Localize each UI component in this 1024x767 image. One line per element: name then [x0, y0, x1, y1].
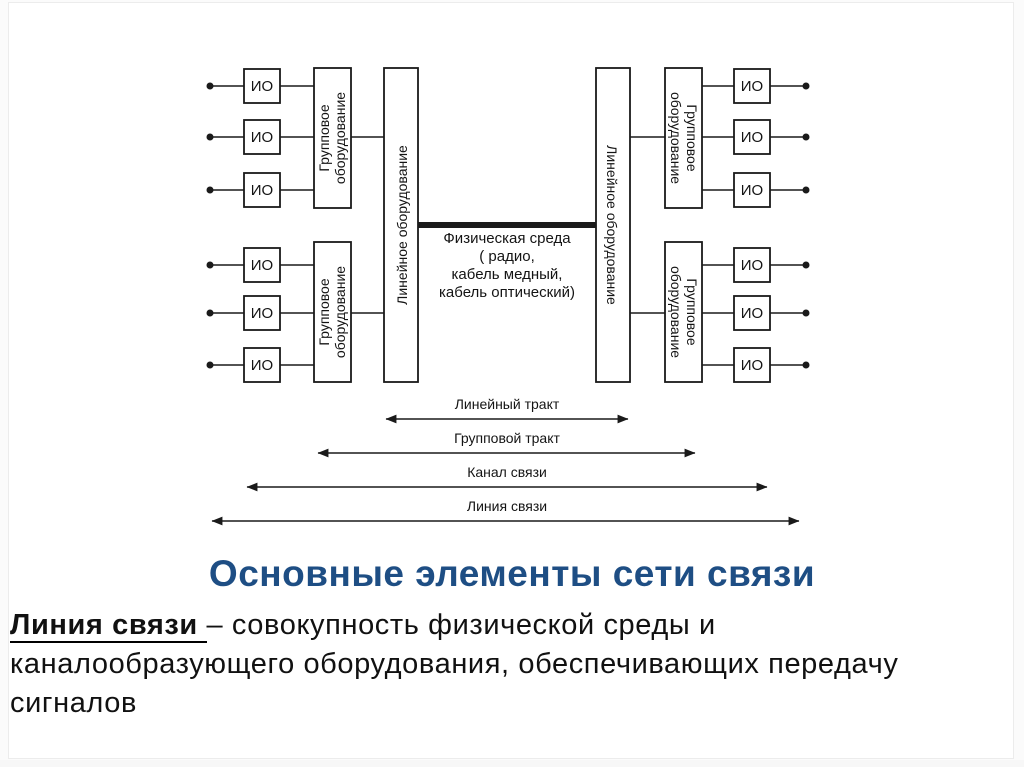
span-label: Канал связи	[467, 464, 547, 480]
group-equipment-label: Групповое	[316, 278, 332, 345]
io-box-label: ИО	[741, 129, 763, 146]
definition-paragraph: Линия связи – совокупность физической ср…	[10, 606, 1012, 723]
io-box-label: ИО	[251, 129, 273, 146]
io-box-label: ИО	[741, 182, 763, 199]
io-box-label: ИО	[741, 78, 763, 95]
line-equipment-label: Линейное оборудование	[604, 145, 620, 305]
group-equipment-box: Групповое оборудование	[664, 67, 703, 209]
io-box: ИО	[733, 119, 771, 155]
io-box-label: ИО	[741, 357, 763, 374]
io-box: ИО	[733, 247, 771, 283]
group-equipment-label: Групповое	[316, 104, 332, 171]
physical-medium-caption: Физическая среда ( радио, кабель медный,…	[439, 230, 575, 301]
slide-border-frame	[8, 2, 1014, 759]
definition-term: Линия связи	[10, 609, 207, 643]
span-communication-line: Линия связи	[211, 498, 800, 526]
group-equipment-label: оборудование	[668, 266, 684, 358]
physical-medium-line1: Физическая среда	[443, 230, 571, 247]
io-box-label: ИО	[741, 257, 763, 274]
group-equipment-label: оборудование	[332, 266, 348, 358]
group-equipment-box: Групповое оборудование	[664, 241, 703, 383]
line-equipment-box: Линейное оборудование	[595, 67, 631, 383]
io-box: ИО	[733, 347, 771, 383]
group-equipment-box: Групповое оборудование	[313, 241, 352, 383]
io-box-label: ИО	[251, 78, 273, 95]
group-equipment-label: оборудование	[332, 92, 348, 184]
physical-medium-line2: ( радио,	[479, 248, 535, 265]
group-equipment-label: Групповое	[684, 278, 700, 345]
span-group-path: Групповой тракт	[317, 430, 696, 458]
network-diagram: ИО ИО ИО ИО ИО ИО ИО ИО ИО ИО ИО ИО Груп…	[206, 67, 810, 526]
io-box: ИО	[243, 247, 281, 283]
slide-title: Основные элементы сети связи	[208, 553, 816, 594]
definition-line3: сигналов	[10, 687, 138, 719]
line-equipment-box: Линейное оборудование	[383, 67, 419, 383]
io-box-label: ИО	[251, 305, 273, 322]
physical-medium-line4: кабель оптический)	[439, 284, 575, 301]
io-box: ИО	[243, 68, 281, 104]
io-box-label: ИО	[251, 182, 273, 199]
line-equipment-label: Линейное оборудование	[394, 145, 410, 305]
group-equipment-label: оборудование	[668, 92, 684, 184]
io-box-label: ИО	[741, 305, 763, 322]
io-box: ИО	[243, 347, 281, 383]
definition-line2: каналообразующего оборудования, обеспечи…	[10, 648, 899, 680]
io-box: ИО	[243, 119, 281, 155]
io-box: ИО	[243, 295, 281, 331]
bottom-strip	[0, 760, 1024, 767]
group-equipment-label: Групповое	[684, 104, 700, 171]
physical-medium-line3: кабель медный,	[452, 266, 563, 283]
group-equipment-box: Групповое оборудование	[313, 67, 352, 209]
span-label: Линия связи	[467, 498, 547, 514]
definition-line1: – совокупность физической среды и	[206, 609, 716, 641]
span-label: Групповой тракт	[454, 430, 560, 446]
io-box-label: ИО	[251, 257, 273, 274]
io-box: ИО	[733, 295, 771, 331]
span-communication-channel: Канал связи	[246, 464, 768, 492]
span-label: Линейный тракт	[455, 396, 560, 412]
io-box-label: ИО	[251, 357, 273, 374]
io-box: ИО	[733, 172, 771, 208]
io-box: ИО	[243, 172, 281, 208]
span-linear-path: Линейный тракт	[385, 396, 629, 424]
io-box: ИО	[733, 68, 771, 104]
